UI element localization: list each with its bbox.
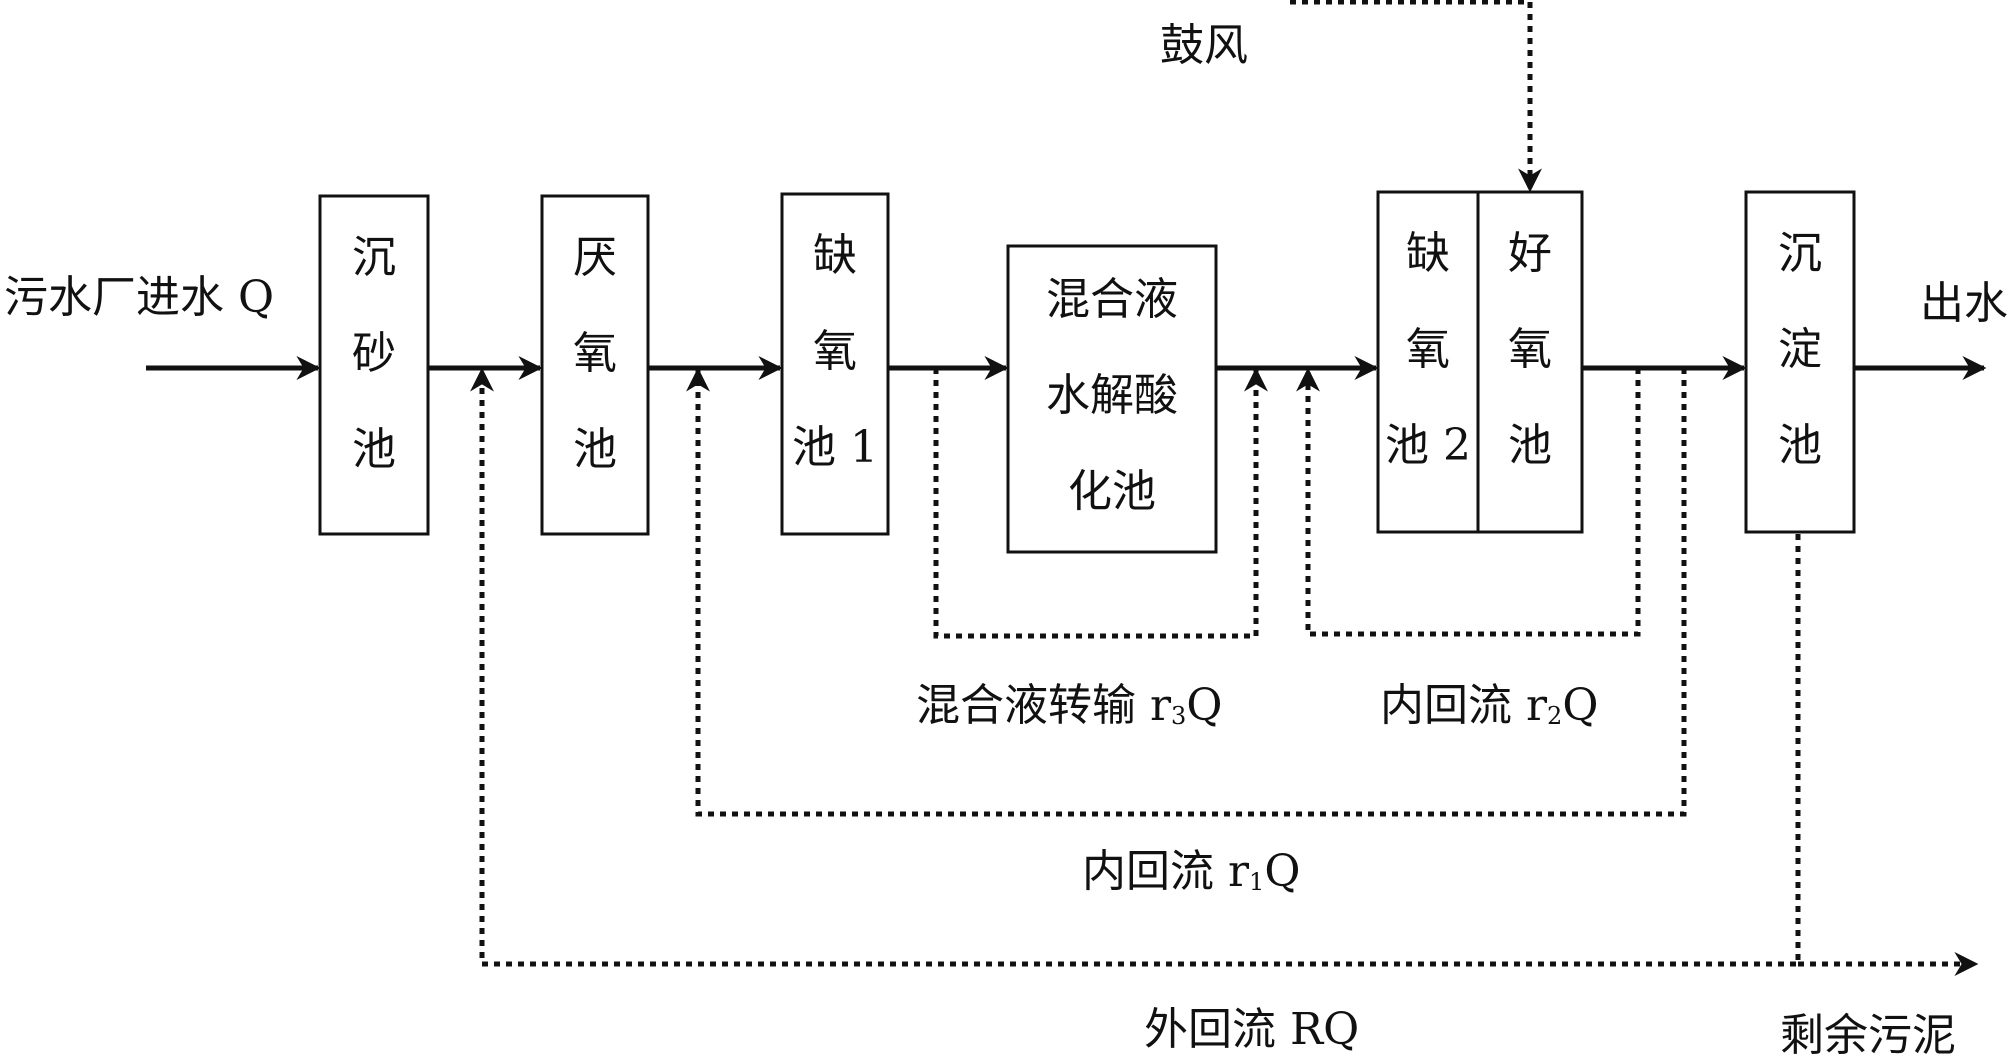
anoxic-tank-2-label: 缺 氧 池 2 — [1385, 228, 1471, 471]
anaerobic-tank-label: 厌 氧 池 — [573, 232, 617, 475]
excess-sludge-label: 剩余污泥 — [1780, 1010, 1956, 1061]
external-return-label: 外回流 RQ — [1144, 1004, 1360, 1055]
r2-internal-return-line — [1296, 367, 1641, 637]
outlet-label: 出水 — [1920, 278, 2008, 329]
blower-label: 鼓风 — [1160, 20, 1248, 71]
r3-mixed-liquor-transfer-line — [933, 367, 1268, 639]
grit-chamber-label: 沉 砂 池 — [352, 232, 396, 475]
hydrolysis-tank-label: 混合液 水解酸 化池 — [1046, 274, 1178, 517]
r3-label: 混合液转输 r3Q — [916, 680, 1223, 731]
inlet-label: 污水厂进水 Q — [4, 272, 275, 323]
hydrolysis-tank-box — [1006, 244, 1218, 554]
r1-label: 内回流 r1Q — [1082, 846, 1301, 897]
r1-subscript: 1 — [1249, 868, 1265, 896]
anoxic-tank-1-label: 缺 氧 池 1 — [792, 230, 878, 473]
blower-air-line — [1290, 0, 1542, 193]
r3-subscript: 3 — [1171, 702, 1187, 730]
clarifier-label: 沉 淀 池 — [1778, 228, 1822, 471]
r2-label: 内回流 r2Q — [1380, 680, 1599, 731]
external-return-line — [470, 367, 1801, 967]
r2-subscript: 2 — [1547, 702, 1563, 730]
aerobic-tank-label: 好 氧 池 — [1508, 228, 1552, 471]
r1-internal-return-line — [686, 367, 1687, 817]
